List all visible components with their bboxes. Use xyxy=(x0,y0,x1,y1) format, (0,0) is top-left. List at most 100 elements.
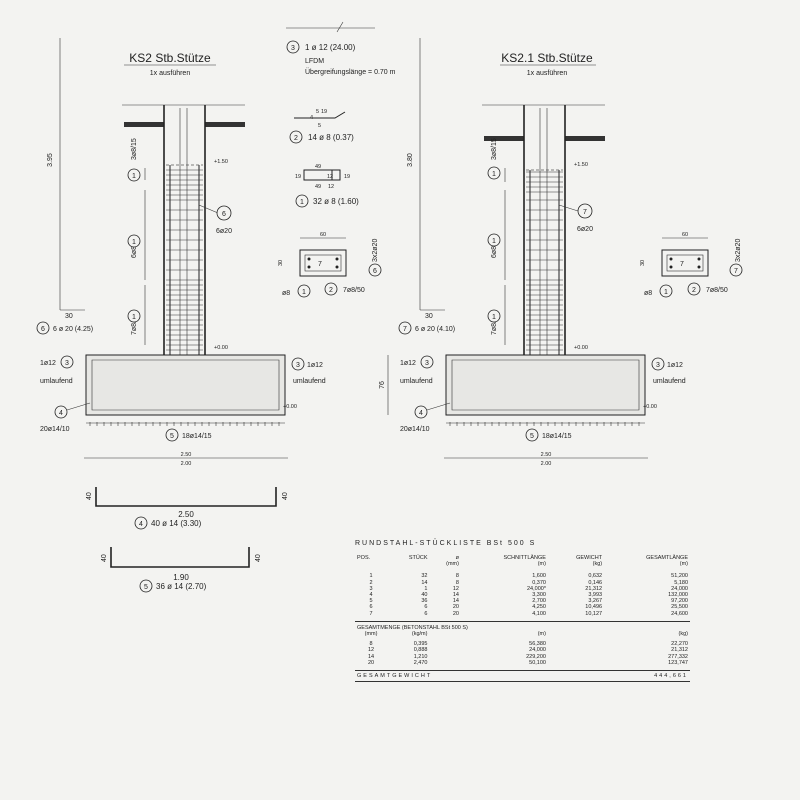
ks21-title: KS2.1 Stb.Stütze xyxy=(501,51,593,65)
svg-text:3: 3 xyxy=(291,45,295,52)
total-label: GESAMTGEWICHT xyxy=(355,670,605,683)
bar-shape-pos4: 40 40 2.50 4 40 ø 14 (3.30) xyxy=(86,487,289,530)
rebar-schedule-title: RUNDSTAHL-STÜCKLISTE BSt 500 S xyxy=(355,540,537,547)
svg-text:umlaufend: umlaufend xyxy=(40,378,73,385)
ks2-stirrup-1: 3ø8/15 xyxy=(131,138,138,160)
ks2-pos6-note: 6 ø 20 (4.25) xyxy=(53,326,93,333)
svg-text:40: 40 xyxy=(101,554,108,562)
svg-text:40: 40 xyxy=(86,492,93,500)
svg-text:5: 5 xyxy=(144,584,148,591)
svg-text:6ø20: 6ø20 xyxy=(577,226,593,233)
cross-section-right: 60 30 7 7 3x2ø20 ø8 1 2 7ø8/50 xyxy=(640,232,743,298)
svg-text:1: 1 xyxy=(132,239,136,246)
ks2-height-dim: 3.95 xyxy=(47,153,54,167)
svg-text:+0.00: +0.00 xyxy=(283,404,297,410)
detail-pos2: 5 19 4 5 2 14 ø 8 (0.37) xyxy=(289,109,354,144)
svg-text:5: 5 xyxy=(170,433,174,440)
svg-text:32 ø 8 (1.60): 32 ø 8 (1.60) xyxy=(313,197,359,206)
svg-text:umlaufend: umlaufend xyxy=(400,378,433,385)
cross-section-left: 60 30 7 6 3x2ø20 ø8 1 2 7ø8/50 xyxy=(278,232,382,298)
total-value: 444,661 xyxy=(604,670,690,683)
svg-text:1ø12: 1ø12 xyxy=(40,360,56,367)
svg-text:LFDM: LFDM xyxy=(305,58,324,65)
svg-text:12: 12 xyxy=(327,174,333,180)
ks2-subtitle: 1x ausführen xyxy=(150,70,191,77)
svg-text:4: 4 xyxy=(139,521,143,528)
detail-pos1: 49 19 12 19 49 12 1 32 ø 8 (1.60) xyxy=(295,164,359,208)
svg-text:3ø8/15: 3ø8/15 xyxy=(491,138,498,160)
svg-text:60: 60 xyxy=(682,232,688,238)
svg-text:3x2ø20: 3x2ø20 xyxy=(735,239,742,262)
svg-text:1ø12: 1ø12 xyxy=(667,362,683,369)
svg-text:2: 2 xyxy=(329,287,333,294)
svg-text:3: 3 xyxy=(296,362,300,369)
svg-text:+1.50: +1.50 xyxy=(214,159,228,165)
svg-text:3: 3 xyxy=(425,360,429,367)
svg-text:6: 6 xyxy=(222,211,226,218)
svg-text:19: 19 xyxy=(344,174,350,180)
svg-text:6ø8/25: 6ø8/25 xyxy=(491,236,498,258)
svg-text:20ø14/10: 20ø14/10 xyxy=(400,426,430,433)
svg-text:Übergreifungslänge = 0.70 m: Übergreifungslänge = 0.70 m xyxy=(305,68,396,76)
svg-text:5: 5 xyxy=(318,123,321,129)
svg-text:7ø8/50: 7ø8/50 xyxy=(343,287,365,294)
ks2-pos1-marker xyxy=(127,168,141,182)
svg-text:1: 1 xyxy=(132,314,136,321)
svg-text:6: 6 xyxy=(373,268,377,275)
svg-text:3: 3 xyxy=(656,362,660,369)
svg-text:+1.50: +1.50 xyxy=(574,162,588,168)
total-row: GESAMTGEWICHT 444,661 xyxy=(355,670,690,683)
ks21-subtitle: 1x ausführen xyxy=(527,70,568,77)
ks2-stirrups xyxy=(166,169,203,351)
svg-text:30: 30 xyxy=(425,313,433,320)
svg-text:umlaufend: umlaufend xyxy=(293,378,326,385)
svg-text:2.00: 2.00 xyxy=(541,461,552,467)
svg-text:12: 12 xyxy=(328,184,334,190)
summary-header: GESAMTMENGE (BETONSTAHL BSt 500 S) xyxy=(355,620,690,632)
svg-text:1 ø 12 (24.00): 1 ø 12 (24.00) xyxy=(305,43,356,52)
svg-text:1ø12: 1ø12 xyxy=(400,360,416,367)
bar-shape-pos5: 40 40 1.90 5 36 ø 14 (2.70) xyxy=(101,547,262,593)
svg-text:2: 2 xyxy=(692,287,696,294)
ks21-pos7-marker xyxy=(577,203,593,219)
svg-text:+0.00: +0.00 xyxy=(214,345,228,351)
svg-text:+0.00: +0.00 xyxy=(574,345,588,351)
svg-text:18ø14/15: 18ø14/15 xyxy=(542,433,572,440)
svg-text:1: 1 xyxy=(492,171,496,178)
svg-text:7: 7 xyxy=(318,261,322,268)
svg-text:40: 40 xyxy=(255,554,262,562)
svg-text:5: 5 xyxy=(530,433,534,440)
svg-text:7ø8/15: 7ø8/15 xyxy=(491,313,498,335)
svg-text:30: 30 xyxy=(640,260,646,266)
svg-text:ø8: ø8 xyxy=(644,290,652,297)
detail-pos3: 3 1 ø 12 (24.00) LFDM Übergreifungslänge… xyxy=(286,21,396,76)
svg-text:4: 4 xyxy=(59,410,63,417)
svg-text:3x2ø20: 3x2ø20 xyxy=(372,239,379,262)
svg-text:14 ø 8 (0.37): 14 ø 8 (0.37) xyxy=(308,133,354,142)
svg-text:76: 76 xyxy=(379,381,386,389)
table-header: POS. STÜCK ø SCHNITTLÄNGE GEWICHT GESAMT… xyxy=(357,555,688,561)
svg-text:7: 7 xyxy=(583,209,587,216)
rebar-schedule: RUNDSTAHL-STÜCKLISTE BSt 500 S POS. STÜC… xyxy=(355,540,690,683)
svg-text:1: 1 xyxy=(302,289,306,296)
ks21-foundation xyxy=(445,354,646,416)
ks2-dim-30: 30 xyxy=(65,313,73,320)
column-ks2: KS2 Stb.Stütze 1x ausführen 3.95 30 1 3ø… xyxy=(36,38,326,467)
svg-text:4: 4 xyxy=(419,410,423,417)
svg-text:3: 3 xyxy=(65,360,69,367)
svg-text:7: 7 xyxy=(403,326,407,333)
svg-text:18ø14/15: 18ø14/15 xyxy=(182,433,212,440)
svg-text:6: 6 xyxy=(41,326,45,333)
svg-text:19: 19 xyxy=(321,109,327,115)
